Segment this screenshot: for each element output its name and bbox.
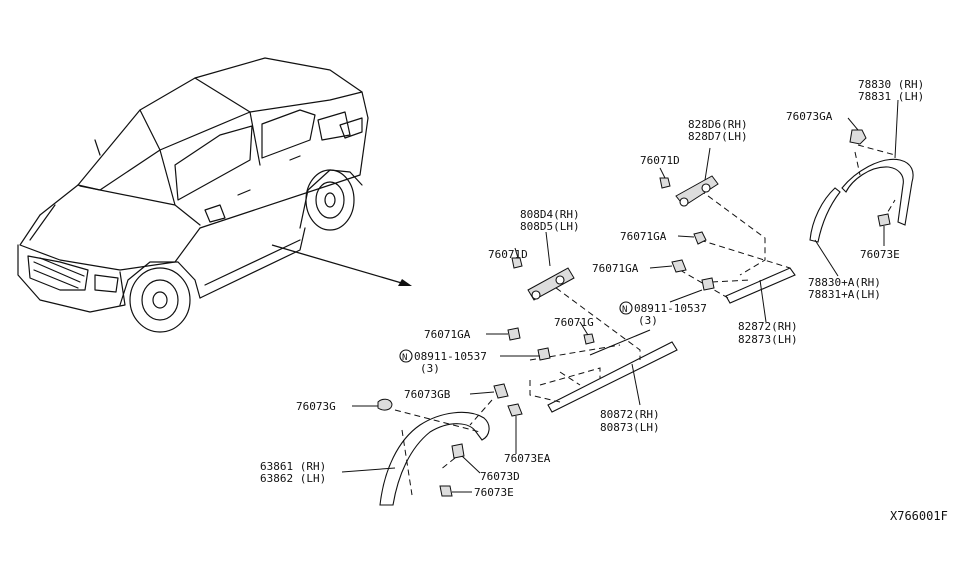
label-78831: 78831 (LH) <box>858 90 924 103</box>
label-80873: 80873(LH) <box>600 421 660 434</box>
label-76073D: 76073D <box>480 470 520 483</box>
label-76071D-rear: 76071D <box>640 154 680 167</box>
vehicle-illustration <box>17 57 369 333</box>
label-828D6: 828D6(RH) <box>688 118 748 131</box>
label-80872: 80872(RH) <box>600 408 660 421</box>
label-82873: 82873(LH) <box>738 333 798 346</box>
label-76071D-front: 76071D <box>488 248 528 261</box>
diagram-code: X766001F <box>890 509 948 523</box>
label-63862: 63862 (LH) <box>260 472 326 485</box>
label-808D4: 808D4(RH) <box>520 208 580 221</box>
part-labels: 78830 (RH) 78831 (LH) 76073GA 828D6(RH) … <box>260 78 948 523</box>
label-76071GA-a: 76071GA <box>620 230 667 243</box>
label-78830: 78830 (RH) <box>858 78 924 91</box>
label-08911-rear-qty: (3) <box>638 314 658 327</box>
label-808D5: 808D5(LH) <box>520 220 580 233</box>
label-78831A: 78831+A(LH) <box>808 288 881 301</box>
label-08911-front-qty: (3) <box>420 362 440 375</box>
label-08911-front: 08911-10537 <box>414 350 487 363</box>
nut-symbol-front: N <box>402 353 407 363</box>
label-76071GA-b: 76071GA <box>592 262 639 275</box>
label-76071GA-c: 76071GA <box>424 328 471 341</box>
nut-symbol-rear: N <box>622 305 627 315</box>
front-arch-molding <box>377 383 523 506</box>
label-76073EA: 76073EA <box>504 452 551 465</box>
rear-arch-molding <box>809 129 914 243</box>
label-76073E-rear: 76073E <box>860 248 900 261</box>
front-sill-molding <box>507 257 678 413</box>
pointer-arrow <box>271 244 412 286</box>
label-78830A: 78830+A(RH) <box>808 276 881 289</box>
label-76071G: 76071G <box>554 316 594 329</box>
nut-marker-rear: N <box>619 301 633 315</box>
rear-sill-molding <box>659 175 796 304</box>
label-08911-rear: 08911-10537 <box>634 302 707 315</box>
label-76073E-front: 76073E <box>474 486 514 499</box>
label-82872: 82872(RH) <box>738 320 798 333</box>
nut-marker-front: N <box>399 349 413 363</box>
label-76073GA: 76073GA <box>786 110 833 123</box>
label-828D7: 828D7(LH) <box>688 130 748 143</box>
label-76073G: 76073G <box>296 400 336 413</box>
label-76073GB: 76073GB <box>404 388 451 401</box>
label-63861: 63861 (RH) <box>260 460 326 473</box>
